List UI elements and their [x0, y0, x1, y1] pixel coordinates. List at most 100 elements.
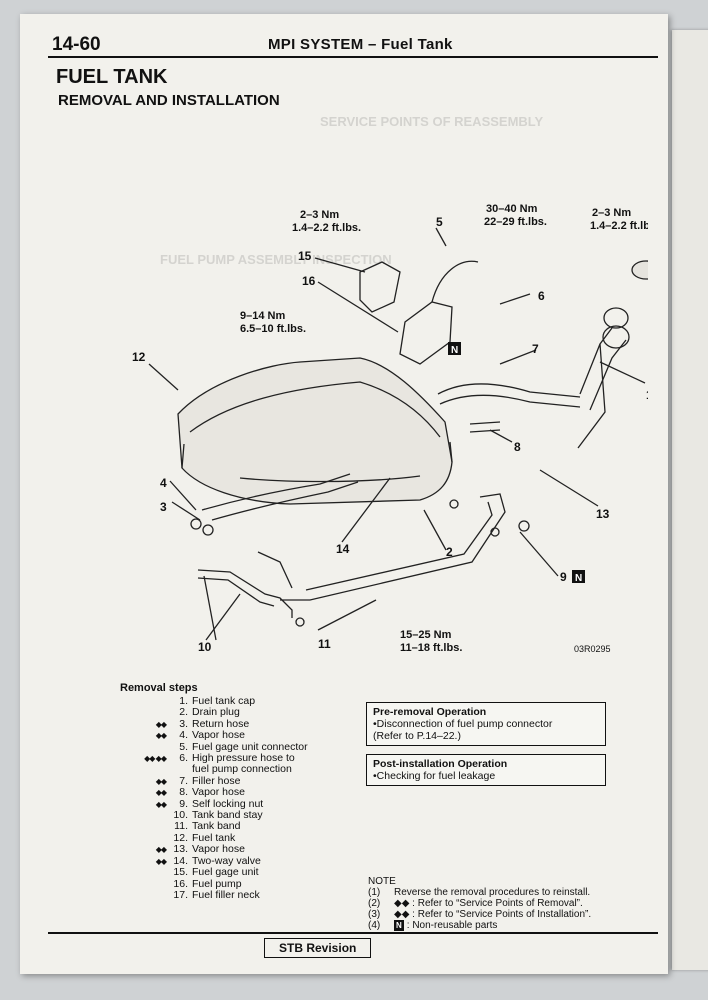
nonreusable-badge-16 — [448, 342, 461, 355]
callout-7: 7 — [532, 342, 539, 356]
removal-step: 12.Fuel tank — [128, 831, 368, 844]
footer-rule — [48, 932, 658, 934]
step-number: 11. — [174, 820, 188, 833]
callout-12: 12 — [132, 350, 146, 364]
step-text: Drain plug — [192, 706, 240, 719]
step-number: 6. — [179, 752, 188, 765]
callout-4: 4 — [160, 476, 167, 490]
step-text: Fuel tank — [192, 831, 236, 844]
step-text: High pressure hose to — [192, 752, 295, 765]
removal-step: ◆◆ ◆◆ 6. High pressure hose to — [128, 752, 368, 765]
step-number: 16. — [173, 877, 188, 890]
callout-10: 10 — [198, 640, 212, 654]
pre-removal-line: •Disconnection of fuel pump connector — [373, 718, 553, 730]
service-point-mark: ◆◆ — [155, 731, 167, 741]
step-text: Fuel gage unit connector — [192, 740, 308, 753]
nonreusable-badge-text: N — [451, 345, 458, 356]
removal-step: ◆◆3.Return hose — [128, 717, 368, 730]
service-point-mark: ◆◆ — [155, 788, 167, 798]
step-number: 4. — [179, 729, 188, 742]
removal-step: 1. Fuel tank cap — [128, 695, 368, 707]
diagram-svg: 2–3 Nm 1.4–2.2 ft.lbs. 30–40 Nm 22–29 ft… — [132, 203, 648, 654]
callout-3: 3 — [160, 500, 167, 514]
adjacent-page-edge — [672, 30, 708, 970]
torque-label-ftlbs: 1.4–2.2 ft.lbs. — [292, 222, 361, 234]
step-number: 2. — [179, 706, 188, 719]
bleed-through-text: SERVICE POINTS OF REASSEMBLY — [320, 114, 544, 129]
callout-11: 11 — [318, 637, 331, 651]
step-text: Filler hose — [192, 774, 241, 787]
nonreusable-badge-text: N — [575, 573, 582, 584]
removal-step: 10. Tank band stay — [128, 809, 368, 822]
header-title: MPI SYSTEM – Fuel Tank — [268, 36, 453, 53]
step-text: Return hose — [192, 717, 250, 730]
callout-16: 16 — [302, 274, 316, 288]
callout-13: 13 — [596, 507, 610, 521]
callout-15: 15 — [298, 249, 312, 263]
torque-label-nm: 9–14 Nm — [240, 310, 285, 322]
figure-code: 03R0295 — [574, 644, 611, 654]
step-number: 8. — [179, 786, 188, 799]
callout-numbers: 1 2 3 4 5 6 7 8 9 N 10 11 12 13 14 15 16… — [132, 215, 648, 654]
note-item: (4)N: Non-reusable parts — [368, 920, 498, 931]
step-text: fuel pump connection — [192, 763, 292, 776]
removal-step: 11. Tank band — [128, 820, 368, 833]
step-number: 10. — [173, 809, 188, 822]
pre-removal-title: Pre-removal Operation — [373, 706, 487, 718]
torque-label-ftlbs: 1.4–2.2 ft.lbs. — [590, 220, 648, 232]
service-point-mark: ◆◆ — [155, 719, 167, 729]
removal-step: 2. Drain plug — [128, 706, 368, 719]
removal-steps-list: 1. Fuel tank cap 2. Drain plug◆◆3.Return ho… — [128, 695, 368, 901]
nonreusable-badge: N — [394, 920, 404, 931]
nonreusable-badge-9 — [572, 570, 585, 583]
removal-step: ◆◆14.Two-way valve — [128, 854, 368, 867]
pre-removal-ref: (Refer to P.14–22.) — [373, 730, 461, 742]
removal-step: 15.Fuel gage unit — [128, 866, 368, 879]
post-installation-line: •Checking for fuel leakage — [373, 770, 496, 782]
header-rule — [48, 56, 658, 58]
callout-8: 8 — [514, 440, 521, 454]
diagram-drawing — [148, 227, 648, 641]
torque-labels: 2–3 Nm 1.4–2.2 ft.lbs. 30–40 Nm 22–29 ft… — [240, 203, 648, 654]
step-number: 14. — [173, 854, 188, 867]
step-text: Tank band — [192, 820, 241, 833]
step-text: Self locking nut — [192, 797, 264, 810]
removal-step: ◆◆ 4. Vapor hose — [128, 729, 368, 742]
callout-2: 2 — [446, 545, 453, 559]
callout-17: 17 — [646, 388, 648, 402]
footer-label: STB Revision — [264, 938, 372, 958]
subsection-title: REMOVAL AND INSTALLATION — [58, 92, 280, 109]
torque-label-nm: 30–40 Nm — [486, 203, 538, 215]
service-point-mark: ◆◆ ◆◆ — [144, 754, 167, 764]
step-number: 9. — [179, 797, 188, 810]
removal-step: fuel pump connection — [128, 763, 368, 776]
post-installation-box: Post-installation Operation •Checking fo… — [366, 754, 606, 786]
removal-step: ◆◆ 7. Filler hose — [128, 774, 368, 787]
step-number: 15. — [173, 866, 188, 879]
note-block: NOTE (1)Reverse the removal procedures t… — [368, 876, 591, 931]
torque-label-nm: 2–3 Nm — [592, 207, 631, 219]
service-point-mark: ◆◆ — [155, 776, 167, 786]
service-point-mark: ◆◆ — [155, 845, 167, 855]
pre-removal-box: Pre-removal Operation •Disconnection of … — [366, 702, 606, 746]
removal-steps-title: Removal steps — [120, 682, 198, 694]
note-title: NOTE — [368, 876, 396, 887]
callout-5: 5 — [436, 215, 443, 229]
step-text: Fuel tank cap — [192, 695, 256, 707]
page-number: 14-60 — [52, 34, 101, 55]
step-number: 13. — [173, 843, 188, 856]
note-item: (1)Reverse the removal procedures to rei… — [368, 887, 591, 898]
callout-9: 9 — [560, 570, 567, 584]
step-text: Vapor hose — [192, 729, 245, 742]
removal-step: ◆◆ 13. Vapor hose — [128, 843, 368, 856]
step-number: 7. — [179, 774, 188, 787]
torque-label-nm: 2–3 Nm — [300, 209, 339, 221]
step-text: Vapor hose — [192, 843, 245, 856]
service-point-mark: ◆◆ — [155, 856, 167, 866]
removal-step: 16.Fuel pump — [128, 877, 368, 890]
note-item: (2)◆◆ : Refer to “Service Points of Remo… — [368, 898, 583, 909]
callout-6: 6 — [538, 289, 545, 303]
step-text: Tank band stay — [192, 809, 263, 822]
step-number: 1. — [179, 695, 188, 707]
step-text: Vapor hose — [192, 786, 245, 799]
